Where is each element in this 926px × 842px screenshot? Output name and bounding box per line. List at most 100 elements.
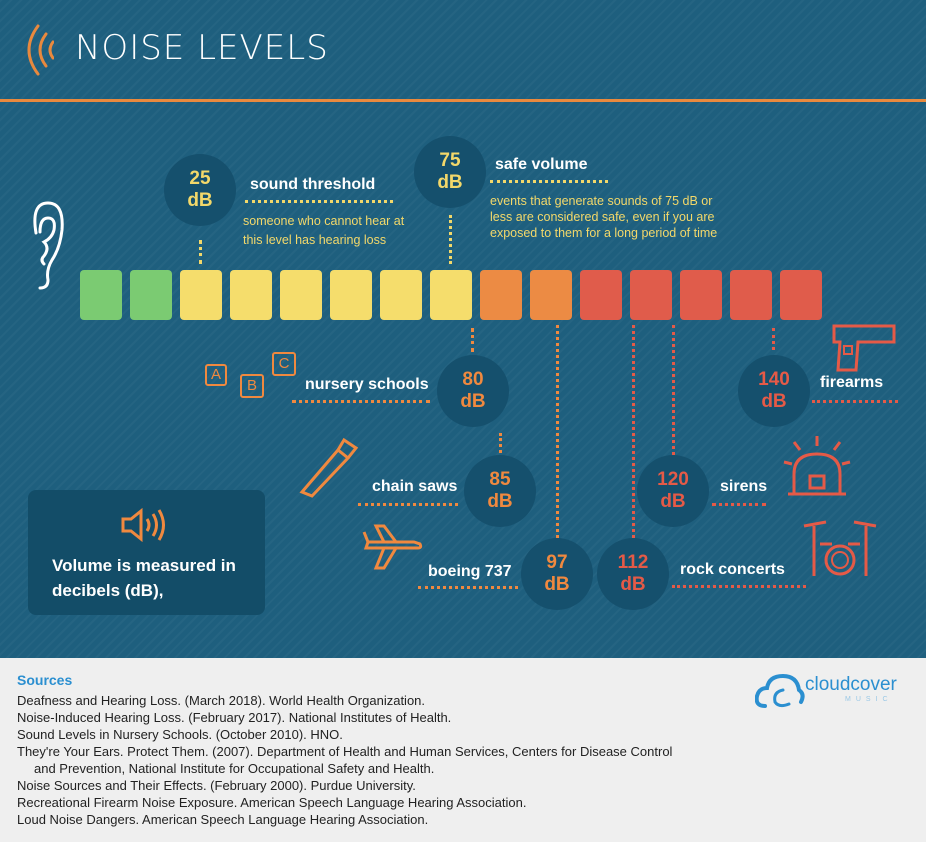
source-item: Sound Levels in Nursery Schools. (Octobe… — [17, 727, 343, 742]
level-value: 80 — [462, 369, 484, 390]
scale-segment — [730, 270, 772, 320]
scale-segment — [330, 270, 372, 320]
divider — [0, 99, 926, 102]
source-item: Noise-Induced Hearing Loss. (February 20… — [17, 710, 452, 725]
level-description: someone who cannot hear at this level has… — [243, 212, 404, 250]
connector — [632, 325, 635, 538]
scale-segment — [630, 270, 672, 320]
level-label: firearms — [820, 374, 884, 391]
sources-list: Deafness and Hearing Loss. (March 2018).… — [17, 692, 672, 828]
scale-segment — [380, 270, 422, 320]
dotted-divider — [812, 400, 898, 403]
dotted-divider — [672, 585, 806, 588]
source-item: Recreational Firearm Noise Exposure. Ame… — [17, 795, 527, 810]
drum-kit-icon — [803, 520, 877, 576]
connector — [672, 325, 675, 455]
level-unit: dB — [437, 172, 463, 193]
connector — [471, 328, 474, 352]
level-unit: dB — [487, 491, 513, 512]
info-line: Volume is measured in — [52, 556, 236, 575]
info-text: Volume is measured in decibels (dB), — [52, 553, 236, 603]
level-unit: dB — [761, 391, 787, 412]
level-value: 112 — [617, 552, 649, 573]
handgun-icon — [832, 324, 896, 372]
dotted-divider — [418, 586, 518, 589]
desc-line: this level has hearing loss — [243, 233, 387, 247]
cloudcover-logo: cloudcover MUSIC — [755, 672, 920, 712]
desc-line: exposed to them for a long period of tim… — [490, 226, 718, 240]
level-unit: dB — [460, 391, 486, 412]
info-box: Volume is measured in decibels (dB), — [28, 490, 265, 615]
desc-line: less are considered safe, even if you ar… — [490, 210, 715, 224]
level-label: sirens — [720, 478, 768, 495]
level-value: 140 — [758, 369, 790, 390]
level-description: events that generate sounds of 75 dB or l… — [490, 193, 717, 241]
sources-heading: Sources — [17, 672, 73, 688]
connector — [772, 328, 775, 350]
scale-segment — [180, 270, 222, 320]
dotted-divider — [245, 200, 393, 203]
source-item: They're Your Ears. Protect Them. (2007).… — [17, 744, 673, 759]
level-unit: dB — [660, 491, 686, 512]
level-label: chain saws — [372, 478, 458, 495]
connector — [556, 325, 559, 538]
level-value: 97 — [546, 552, 568, 573]
dotted-divider — [490, 180, 608, 183]
page-title: NOISE LEVELS — [75, 28, 329, 68]
desc-line: someone who cannot hear at — [243, 214, 405, 228]
dotted-divider — [358, 503, 458, 506]
scale-segment — [530, 270, 572, 320]
source-item: Loud Noise Dangers. American Speech Lang… — [17, 812, 429, 827]
block-b: B — [240, 374, 264, 398]
scale-segment — [580, 270, 622, 320]
level-value: 120 — [657, 469, 689, 490]
scale-segment — [680, 270, 722, 320]
scale-segment — [780, 270, 822, 320]
level-value: 85 — [489, 469, 511, 490]
connector — [199, 240, 202, 264]
level-unit: dB — [620, 574, 646, 595]
cloud-icon — [755, 673, 805, 708]
scale-segment — [480, 270, 522, 320]
ear-icon — [33, 201, 64, 290]
level-value: 75 — [439, 150, 461, 171]
level-label: safe volume — [495, 156, 588, 173]
dotted-divider — [292, 400, 430, 403]
siren-icon — [783, 436, 851, 496]
level-label: boeing 737 — [428, 563, 512, 580]
level-unit: dB — [544, 574, 570, 595]
block-a: A — [205, 364, 227, 386]
scale-segment — [430, 270, 472, 320]
level-label: rock concerts — [680, 561, 785, 578]
dotted-divider — [712, 503, 766, 506]
scale-segment — [280, 270, 322, 320]
source-item: Noise Sources and Their Effects. (Februa… — [17, 778, 416, 793]
logo-name: cloudcover — [805, 674, 897, 695]
scale-segment — [80, 270, 122, 320]
logo-sub: MUSIC — [845, 696, 893, 703]
level-unit: dB — [187, 190, 213, 211]
scale-segment — [130, 270, 172, 320]
level-label: nursery schools — [305, 376, 429, 393]
scale-segment — [230, 270, 272, 320]
chainsaw-icon — [299, 437, 359, 498]
speaker-icon — [121, 508, 165, 542]
info-line: decibels (dB), — [52, 581, 164, 600]
source-item: Deafness and Hearing Loss. (March 2018).… — [17, 693, 426, 708]
connector — [449, 215, 452, 264]
sound-waves-icon — [27, 24, 54, 76]
level-label: sound threshold — [250, 176, 376, 193]
block-c: C — [272, 352, 296, 376]
source-item: and Prevention, National Institute for O… — [34, 761, 435, 776]
connector — [499, 433, 502, 453]
desc-line: events that generate sounds of 75 dB or — [490, 194, 713, 208]
level-value: 25 — [189, 168, 211, 189]
